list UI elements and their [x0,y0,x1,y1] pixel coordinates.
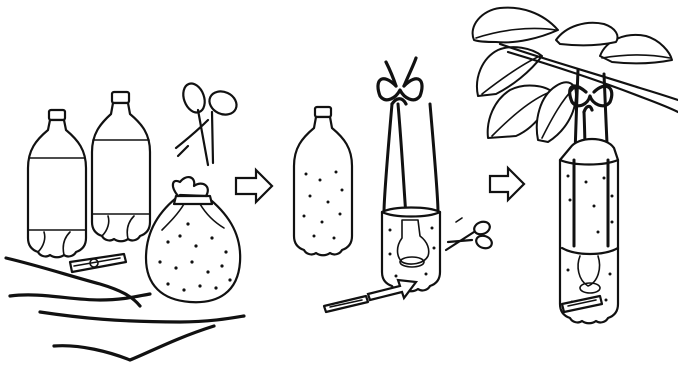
cut-bottle-trap [378,58,440,291]
plastic-bottle-whole [294,107,352,255]
clothes-peg-icon [70,254,126,272]
step-2-assembly [294,58,494,312]
step-arrow-1 [236,170,272,202]
step-arrow-2 [490,168,524,200]
step-1-materials [6,80,244,360]
assembled-trap-bottle [560,139,618,323]
step-3-hanging-trap [473,8,678,324]
scissors-icon [176,80,240,165]
plastic-bottle-right [92,92,150,241]
small-scissors-icon [446,218,494,250]
bait-bag [146,177,240,302]
clothes-peg-icon-2 [324,296,368,312]
plastic-bottle-left [28,110,86,257]
